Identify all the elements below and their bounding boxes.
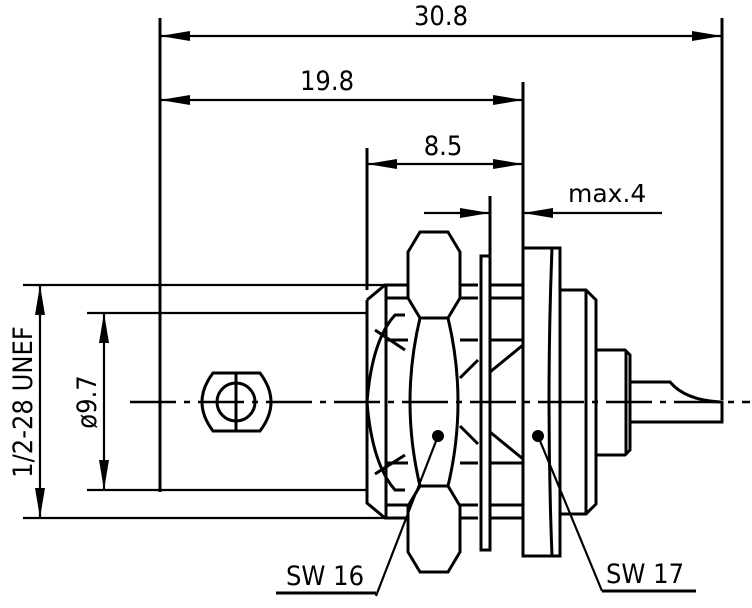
- dimension-label-8-5: 8.5: [424, 131, 463, 162]
- thread-segment: [489, 283, 524, 520]
- callout-label-sw16: SW 16: [286, 561, 364, 592]
- callout-label-sw17: SW 17: [606, 559, 684, 590]
- dimension-label-30-8: 30.8: [414, 1, 468, 32]
- hex-nut-sw16: [386, 230, 480, 574]
- callout-sw16: SW 16: [276, 430, 444, 597]
- callout-sw17: SW 17: [532, 430, 696, 593]
- rear-contact: [596, 348, 724, 457]
- dimension-overall-length: 30.8: [158, 1, 724, 492]
- dimension-mounting-length: 19.8: [160, 66, 525, 248]
- dimension-body-diameter: ø9.7: [72, 311, 367, 492]
- dimension-label-body-diameter: ø9.7: [72, 375, 103, 428]
- dimension-label-19-8: 19.8: [300, 66, 354, 97]
- dimension-thread-length: 8.5: [365, 131, 523, 290]
- dimension-panel-thickness: max.4: [424, 179, 662, 262]
- dimension-label-max-4: max.4: [568, 179, 646, 208]
- lock-washer: [479, 254, 492, 552]
- dimension-thread-diameter: 1/2-28 UNEF: [8, 283, 388, 520]
- dimension-label-thread-spec: 1/2-28 UNEF: [8, 326, 39, 478]
- bayonet-pin: [200, 371, 273, 433]
- body-flange-sw17: [521, 246, 598, 558]
